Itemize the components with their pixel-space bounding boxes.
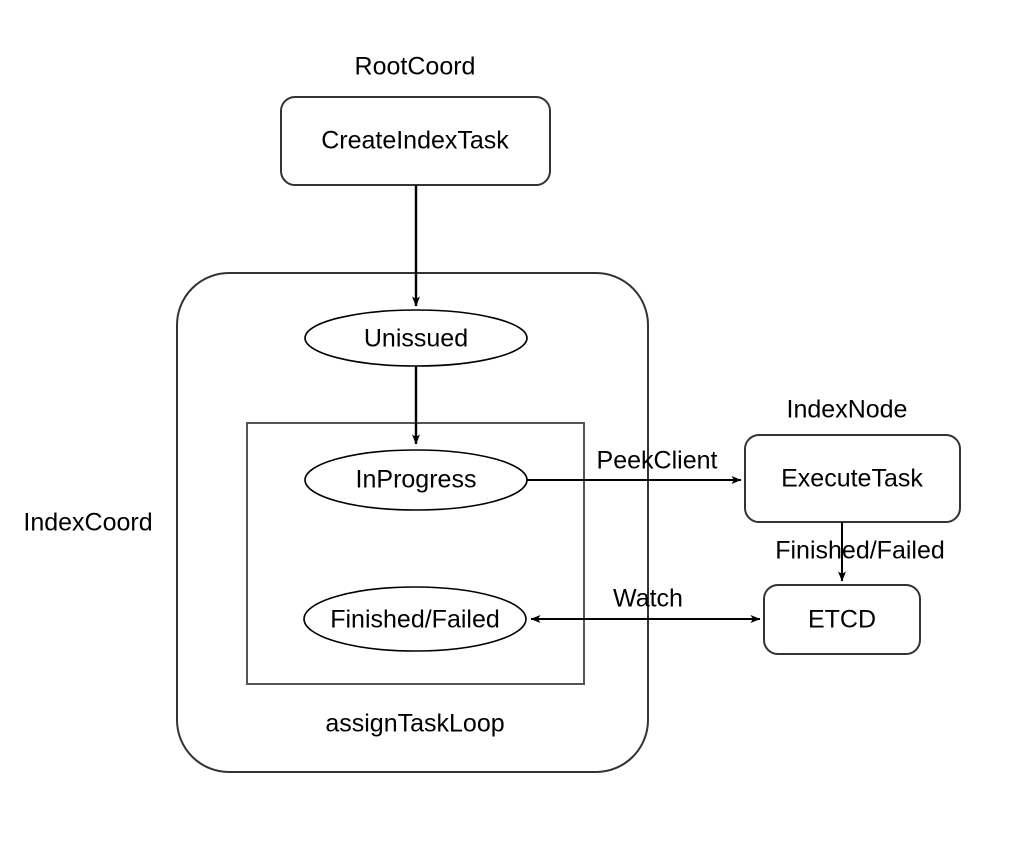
node-unissued-shape[interactable] <box>304 309 528 367</box>
node-create-index-task-shape[interactable] <box>280 96 551 186</box>
node-finished-failed-shape[interactable] <box>303 586 527 652</box>
edge-label-watch: Watch <box>613 584 683 613</box>
group-label-indexcoord: IndexCoord <box>23 508 153 537</box>
group-label-rootcoord: RootCoord <box>354 52 476 81</box>
node-execute-task-shape[interactable] <box>744 434 961 523</box>
node-etcd-shape[interactable] <box>763 584 921 655</box>
group-indexcoord-shape <box>176 272 649 773</box>
edge-label-peekclient: PeekClient <box>596 446 718 475</box>
group-label-assigntaskloop: assignTaskLoop <box>325 709 505 738</box>
edge-label-finished-failed: Finished/Failed <box>775 536 945 565</box>
node-inprogress-shape[interactable] <box>304 449 528 511</box>
group-label-indexnode: IndexNode <box>786 395 908 424</box>
